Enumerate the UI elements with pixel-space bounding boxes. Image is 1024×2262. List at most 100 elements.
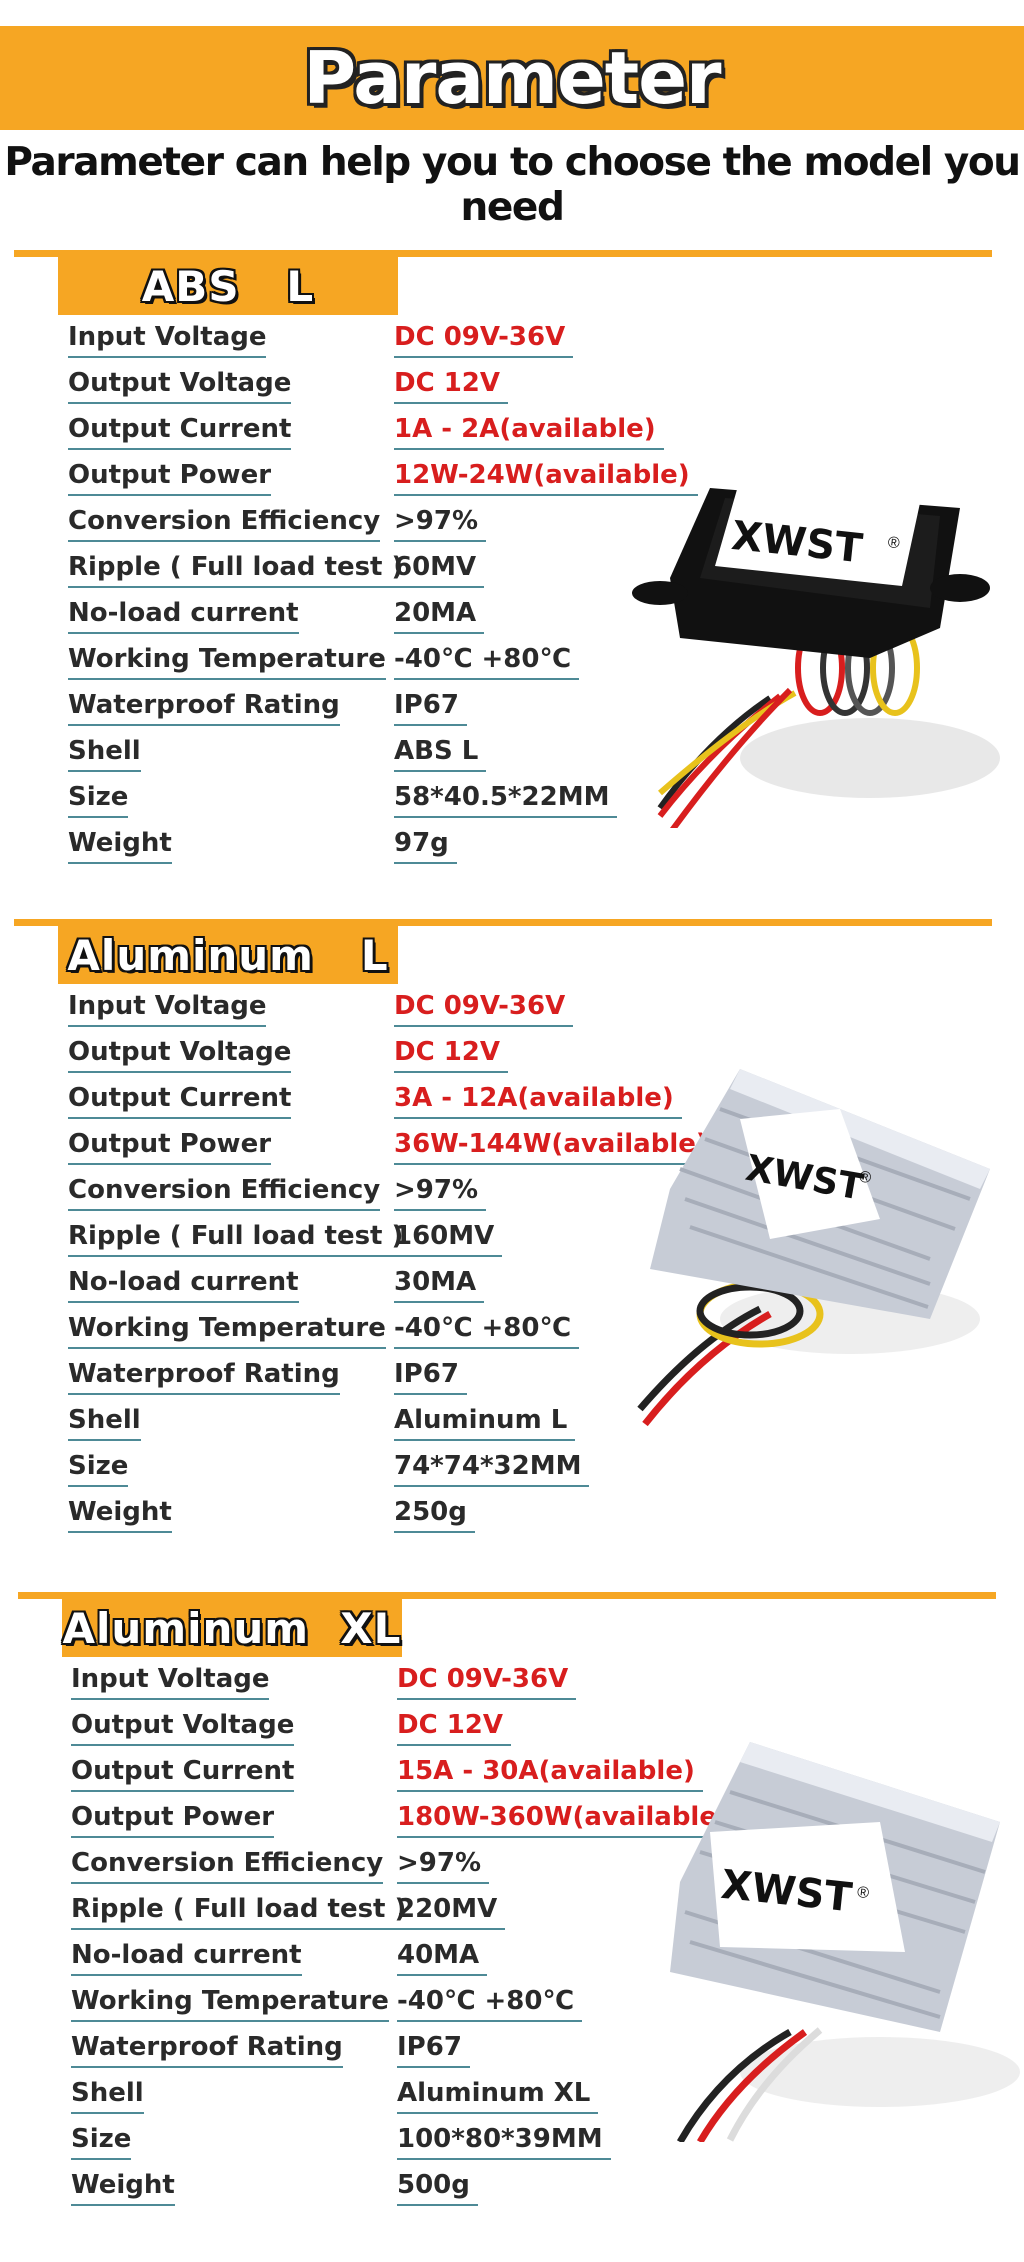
spec-row: Weight 97g [0,822,1024,868]
spec-row: Working Temperature-40℃ +80℃ [0,1307,1024,1353]
spec-label: Input Voltage [71,1664,270,1700]
spec-value: 15A - 30A(available) [397,1756,703,1792]
spec-label: Weight [71,2170,175,2206]
spec-value: 36W-144W(available) [394,1129,716,1165]
spec-label: No-load current [68,1267,299,1303]
page-subtitle: Parameter can help you to choose the mod… [4,140,1021,230]
spec-row: Conversion Efficiency>97% [0,1169,1024,1215]
spec-value: IP67 [394,690,467,726]
spec-value: Aluminum XL [397,2078,599,2114]
spec-value: DC 12V [397,1710,512,1746]
spec-label: Output Voltage [68,368,292,404]
page-title: Parameter [303,36,721,120]
spec-value: IP67 [397,2032,470,2068]
spec-label: Waterproof Rating [71,2032,343,2068]
spec-value: 60MV [394,552,485,588]
spec-value: ABS L [394,736,487,772]
spec-value: 12W-24W(available) [394,460,698,496]
spec-value: 180W-360W(available) [397,1802,737,1838]
spec-row: Shell ABS L [0,730,1024,776]
spec-label: Output Current [68,1083,292,1119]
spec-value: 3A - 12A(available) [394,1083,682,1119]
section-divider [14,919,992,926]
spec-value: 74*74*32MM [394,1451,590,1487]
spec-value: >97% [394,1175,487,1211]
product-image-aluminum-l: XWST ® [637,1069,990,1427]
registered-mark: ® [887,534,901,552]
product-image-abs-l: XWST ® [632,486,1000,828]
spec-row: Working Temperature-40℃ +80℃ [0,638,1024,684]
spec-value: 40MA [397,1940,488,1976]
spec-label: Working Temperature [68,644,386,680]
spec-label: Size [68,1451,129,1487]
spec-value: 58*40.5*22MM [394,782,618,818]
spec-row: Output Power 12W-24W(available) [0,454,1024,500]
header-banner: Parameter [0,26,1024,130]
spec-label: Shell [68,736,141,772]
spec-value: 220MV [397,1894,506,1930]
spec-label: Working Temperature [71,1986,389,2022]
spec-row: Ripple ( Full load test )160MV [0,1215,1024,1261]
spec-row: Waterproof Rating IP67 [0,684,1024,730]
spec-row: Output Current 1A - 2A(available) [0,408,1024,454]
section-title: Aluminum L [67,930,389,980]
spec-row: Working Temperature-40℃ +80℃ [0,1980,1024,2026]
spec-value: DC 12V [394,368,509,404]
spec-value: -40℃ +80℃ [394,1313,579,1349]
spec-row: Output Current 3A - 12A(available) [0,1077,1024,1123]
spec-value: 1A - 2A(available) [394,414,664,450]
section-title: ABS L [141,261,315,311]
section-tab: Aluminum XL [62,1599,402,1657]
spec-row: Conversion Efficiency>97% [0,500,1024,546]
spec-value: 250g [394,1497,475,1533]
spec-row: Output Voltage DC 12V [0,1704,1024,1750]
spec-value: IP67 [394,1359,467,1395]
spec-row: Waterproof Rating IP67 [0,2026,1024,2072]
spec-value: -40℃ +80℃ [397,1986,582,2022]
spec-label: Input Voltage [68,322,267,358]
spec-label: Output Power [68,460,272,496]
spec-label: Size [68,782,129,818]
spec-value: >97% [397,1848,490,1884]
spec-row: Conversion Efficiency>97% [0,1842,1024,1888]
spec-row: Size 74*74*32MM [0,1445,1024,1491]
spec-value: 97g [394,828,457,864]
spec-label: Shell [71,2078,144,2114]
spec-value: DC 09V-36V [397,1664,577,1700]
spec-row: No-load current 30MA [0,1261,1024,1307]
section-divider [14,250,992,257]
spec-label: Working Temperature [68,1313,386,1349]
spec-value: 500g [397,2170,478,2206]
section-tab: Aluminum L [58,926,398,984]
spec-label: Output Voltage [71,1710,295,1746]
spec-label: Size [71,2124,132,2160]
spec-row: Input Voltage DC 09V-36V [0,1658,1024,1704]
spec-label: No-load current [68,598,299,634]
spec-label: Input Voltage [68,991,267,1027]
spec-table: Input Voltage DC 09V-36V Output Voltage DC … [0,1658,1024,2210]
spec-label: Output Current [68,414,292,450]
spec-value: DC 12V [394,1037,509,1073]
section-tab: ABS L [58,257,398,315]
spec-section-aluminum-xl: Aluminum XL Input Voltage DC 09V-36V Outpu… [0,1592,1024,2252]
spec-label: Conversion Efficiency [68,506,381,542]
product-image-aluminum-xl: XWST ® [670,1742,1020,2142]
registered-mark: ® [856,1884,870,1902]
spec-label: Ripple ( Full load test ) [68,552,404,588]
spec-label: Weight [68,1497,172,1533]
spec-label: Waterproof Rating [68,690,340,726]
spec-value: 30MA [394,1267,485,1303]
spec-value: -40℃ +80℃ [394,644,579,680]
spec-label: Weight [68,828,172,864]
spec-row: Ripple ( Full load test )220MV [0,1888,1024,1934]
spec-row: Output Voltage DC 12V [0,362,1024,408]
